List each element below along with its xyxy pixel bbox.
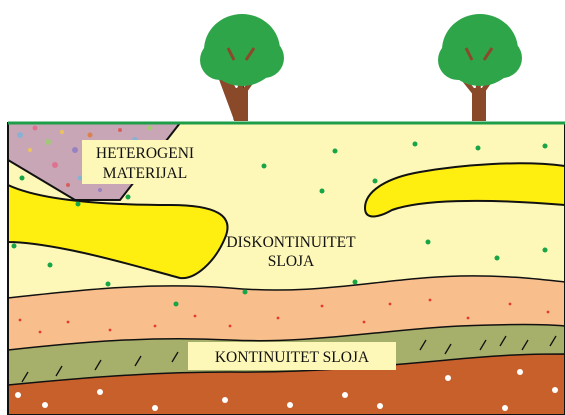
continuity-label: KONTINUITET SLOJA	[215, 349, 370, 366]
heterogeneous-label-line2: MATERIJAL	[103, 165, 187, 182]
discontinuity-label-line1: DISKONTINUITET	[226, 234, 356, 251]
tree-icon	[200, 14, 284, 121]
tree-icon	[438, 14, 522, 121]
discontinuity-label-line2: SLOJA	[268, 253, 315, 270]
heterogeneous-label-line1: HETEROGENI	[96, 145, 194, 162]
